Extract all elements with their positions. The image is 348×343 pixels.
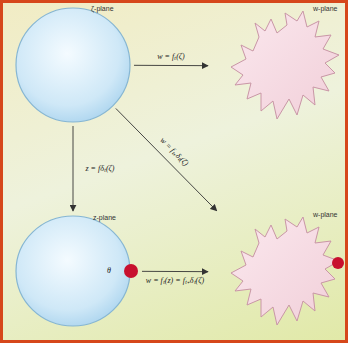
unit-disc [16, 8, 130, 122]
dendrite-outline [231, 11, 339, 119]
disc-region: z-plane [15, 215, 131, 327]
plane-label: ζ-plane [91, 5, 114, 12]
mapping-arrow [116, 108, 217, 210]
disc-region-outline [15, 7, 131, 123]
map-formula: w = fₜ(z) = fₜ₊δₜ(ζ) [145, 276, 205, 286]
mapping-arrow [73, 126, 74, 211]
mapping-arrow [134, 65, 208, 66]
growth-bump [124, 264, 138, 278]
disc-region: ζ-plane [15, 7, 131, 123]
edge-label-layer: θ w = fₜ(ζ) z = fδₜ(ζ) w = fₜ₊δₜ(ζ) w = fₜ(z… [3, 3, 345, 340]
map-formula: w = fₜ(ζ) [156, 52, 186, 62]
dendrite-region-outline [211, 7, 343, 125]
angle-label: θ [107, 267, 111, 275]
dendrite-region: w-plane [211, 213, 343, 331]
disc-region-outline [15, 215, 131, 327]
plane-label: z-plane [93, 214, 116, 221]
map-formula: z = fδₜ(ζ) [84, 164, 115, 174]
plane-label: w-plane [313, 211, 338, 218]
dendrite-region-outline [211, 213, 343, 331]
mapping-arrow [142, 271, 208, 272]
plane-label: w-plane [313, 5, 338, 12]
dendrite-outline [231, 217, 339, 325]
growth-bump [332, 257, 344, 269]
dendrite-region: w-plane [211, 7, 343, 125]
unit-disc [16, 216, 130, 326]
map-formula: w = fₜ₊δₜ(ζ) [157, 135, 191, 169]
